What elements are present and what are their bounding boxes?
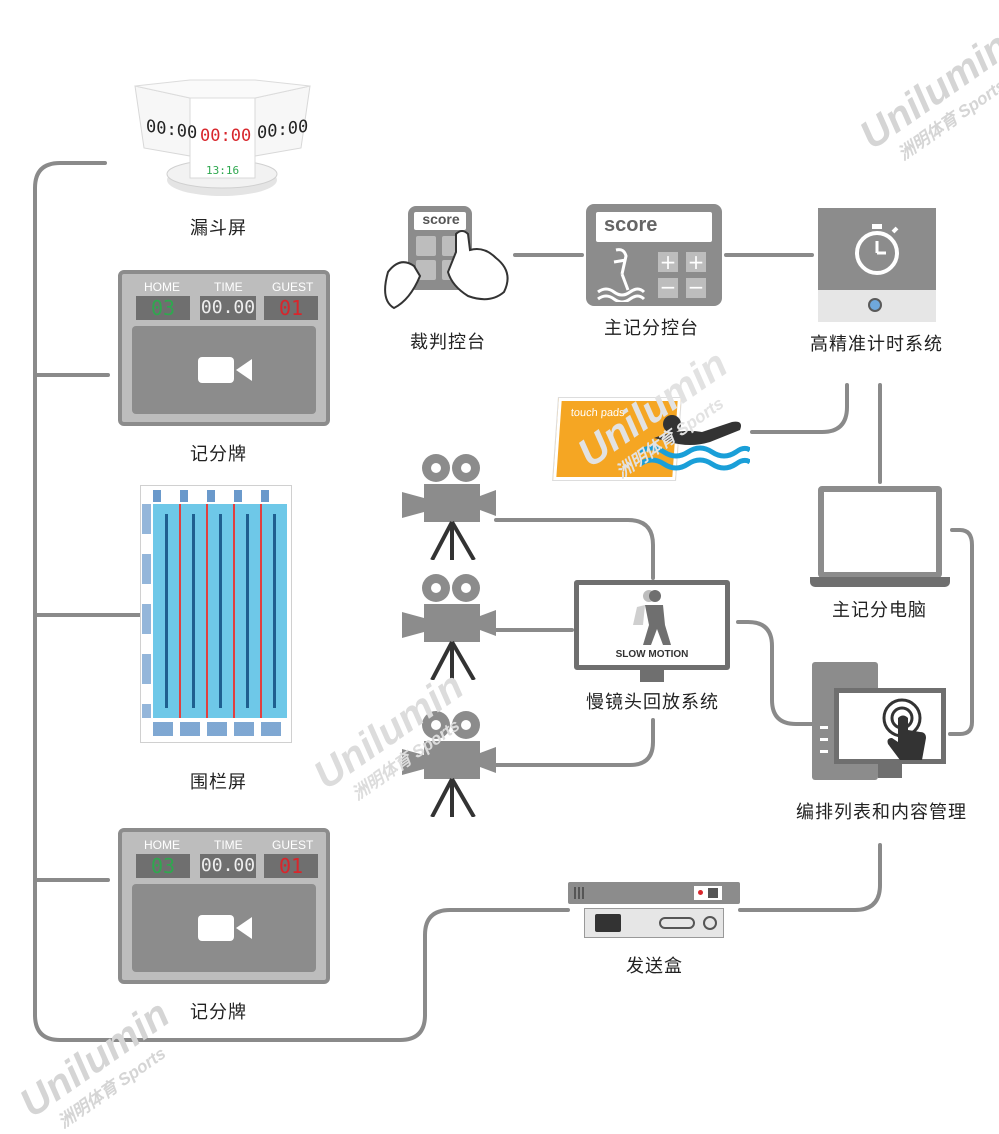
- funnel-screen: 00:00 00:00 00:00 13:16: [130, 78, 315, 208]
- sender-box-label: 发送盒: [626, 956, 683, 977]
- diver-icon: [597, 248, 646, 302]
- main-console-screen-text: score: [604, 214, 658, 236]
- home-score: 03: [136, 296, 190, 320]
- pool-screen-label: 围栏屏: [190, 772, 247, 793]
- timing-system-label: 高精准计时系统: [810, 334, 943, 355]
- serial-port-icon: [659, 917, 695, 929]
- scoreboard-bottom: HOME TIME GUEST 03 00.00 01: [118, 828, 330, 984]
- main-scoring-console-label: 主记分控台: [604, 318, 699, 339]
- referee-screen-text: score: [422, 211, 460, 227]
- time-caption: TIME: [214, 280, 243, 294]
- time-caption: TIME: [214, 838, 243, 852]
- pc-monitor: [834, 688, 946, 764]
- plus-button: +: [686, 250, 706, 274]
- sender-box: [568, 882, 740, 940]
- guest-score: 01: [264, 296, 318, 320]
- walking-person-icon: [633, 590, 671, 645]
- slow-motion-text: SLOW MOTION: [615, 649, 689, 660]
- main-console-screen: [596, 212, 712, 242]
- home-caption: HOME: [144, 280, 180, 294]
- home-caption: HOME: [144, 838, 180, 852]
- pool-side-strip: [142, 504, 151, 718]
- pool-header-strip: [153, 490, 287, 502]
- slowmo-to-playlist-line: [736, 620, 814, 726]
- pool-screen: [140, 485, 292, 743]
- power-socket-icon: [595, 914, 621, 932]
- camera-1: [402, 454, 496, 560]
- pc-monitor-stand: [878, 764, 902, 778]
- minus-button: −: [686, 275, 706, 299]
- referee-console-label: 裁判控台: [410, 332, 486, 353]
- time-value: 00.00: [200, 854, 256, 878]
- pool-footer-strip: [153, 722, 287, 736]
- playlist-to-sender-line: [738, 843, 882, 912]
- monitor-stand: [640, 670, 664, 682]
- pc-to-playlist-line: [948, 528, 974, 736]
- video-camera-icon: [198, 915, 252, 941]
- plus-button: +: [658, 250, 678, 274]
- scoreboard-top: HOME TIME GUEST 03 00.00 01: [118, 270, 330, 426]
- minus-button: −: [658, 275, 678, 299]
- touch-hand-icon: [882, 698, 926, 760]
- home-score: 03: [136, 854, 190, 878]
- camera1-to-slowmo-line: [494, 518, 655, 580]
- guest-score: 01: [264, 854, 318, 878]
- power-knob-icon: [703, 916, 717, 930]
- funnel-clock-center: 00:00: [200, 126, 252, 146]
- main-scoring-pc-label: 主记分电脑: [832, 600, 927, 621]
- referee-console: score: [380, 200, 520, 320]
- swimmer-icon: [640, 415, 750, 471]
- main-scoring-pc: [818, 486, 942, 578]
- scoreboard-video-area: [132, 884, 316, 972]
- guest-caption: GUEST: [272, 838, 314, 852]
- guest-caption: GUEST: [272, 280, 314, 294]
- scoreboard-top-label: 记分牌: [190, 444, 247, 465]
- time-value: 00.00: [200, 296, 256, 320]
- timing-system: [818, 208, 936, 322]
- touchpad-to-timing-line: [750, 383, 849, 434]
- camera-2: [402, 574, 496, 680]
- video-camera-icon: [198, 357, 252, 383]
- slow-motion-label: 慢镜头回放系统: [586, 692, 719, 713]
- timing-indicator: [868, 298, 882, 312]
- slow-motion-monitor: SLOW MOTION: [574, 580, 730, 670]
- funnel-clock-small: 13:16: [206, 164, 240, 177]
- sender-bottom-unit: [584, 908, 724, 938]
- camera3-to-slowmo-line: [494, 718, 655, 767]
- playlist-manager: [812, 662, 952, 782]
- pool-water: [153, 504, 287, 718]
- funnel-screen-label: 漏斗屏: [190, 218, 247, 239]
- laptop-base: [810, 577, 950, 587]
- playlist-manager-label: 编排列表和内容管理: [796, 802, 967, 823]
- main-scoring-console: score + + − −: [586, 204, 722, 306]
- scoreboard-video-area: [132, 326, 316, 414]
- stopwatch-icon: [855, 224, 899, 275]
- scoreboard-bottom-label: 记分牌: [190, 1002, 247, 1023]
- camera-3: [402, 711, 496, 817]
- sender-top-unit: [568, 882, 740, 904]
- display-bus-line: [33, 161, 570, 1042]
